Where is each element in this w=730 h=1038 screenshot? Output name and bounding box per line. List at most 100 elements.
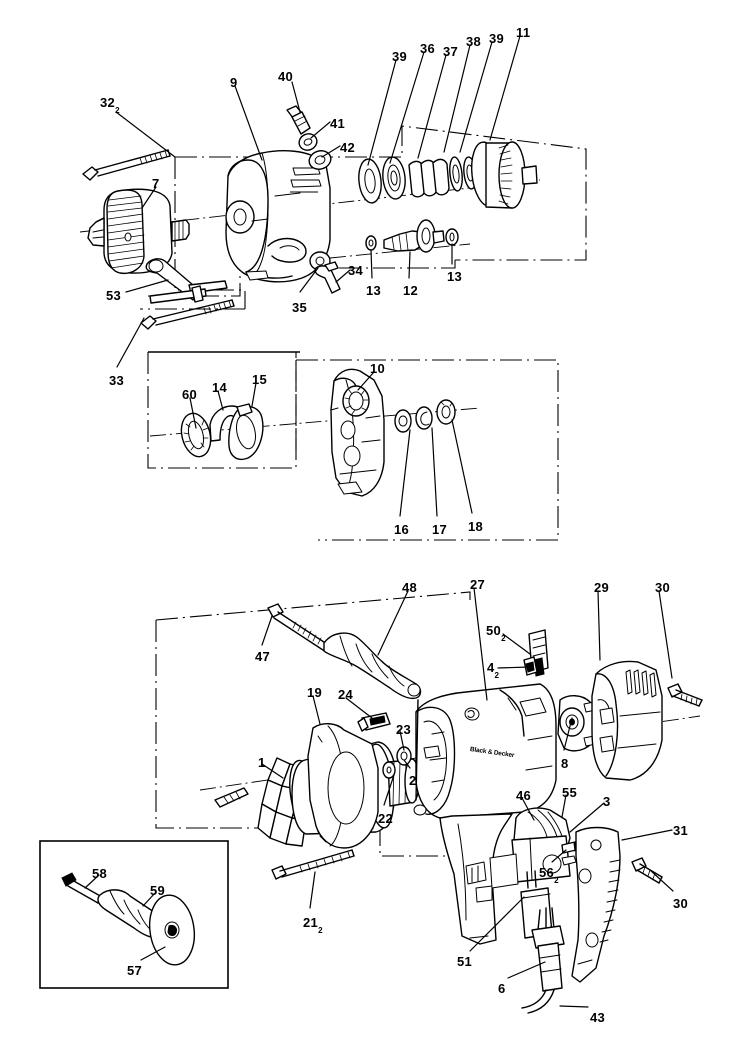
callout-number: 8	[561, 756, 569, 771]
callout-46: 46	[516, 789, 531, 802]
part-51-capacitor	[520, 870, 553, 939]
callout-32: 322	[100, 96, 120, 114]
part-30-screw-a	[667, 683, 703, 707]
leader-47	[261, 615, 273, 646]
callout-55: 55	[562, 786, 577, 799]
callout-number: 34	[348, 263, 364, 278]
leader-21	[309, 871, 316, 909]
leader-3	[569, 802, 605, 833]
callout-number: 37	[443, 44, 459, 59]
callout-number: 10	[370, 361, 386, 376]
callout-number: 57	[127, 963, 143, 978]
part-7-chuck	[87, 188, 190, 275]
leader-29	[597, 590, 601, 661]
callout-50: 502	[486, 624, 506, 643]
group-boundary-gearbox	[295, 359, 559, 541]
callout-51: 51	[457, 955, 472, 968]
leader-53	[125, 279, 169, 293]
callout-48: 48	[402, 581, 417, 594]
leader-51	[469, 896, 525, 952]
leader-38	[443, 44, 471, 153]
leader-7	[141, 186, 157, 209]
callout-number: 24	[338, 687, 354, 702]
callout-37: 37	[443, 45, 458, 58]
part-8-rear-bearing-plate	[557, 695, 597, 752]
callout-4: 42	[487, 660, 499, 679]
callout-39: 39	[489, 32, 504, 45]
callout-number: 35	[292, 300, 308, 315]
leader-31	[621, 829, 673, 841]
leader-19	[312, 695, 321, 725]
leader-60	[189, 397, 197, 429]
callout-41: 41	[330, 117, 345, 130]
leader-27	[473, 587, 488, 701]
callout-number: 21	[303, 915, 319, 930]
part-11-clutch-gear	[470, 141, 538, 209]
callout-16: 16	[394, 523, 409, 536]
callout-number: 14	[212, 380, 228, 395]
callout-subscript: 2	[501, 633, 506, 643]
callout-number: 30	[655, 580, 671, 595]
part-16-washer	[394, 409, 412, 433]
part-34-shift-lever	[314, 261, 341, 294]
callout-number: 39	[489, 31, 505, 46]
callout-56: 562	[539, 866, 559, 885]
callout-number: 4	[487, 660, 495, 675]
part-40-screw	[286, 105, 311, 135]
callout-number: 27	[470, 577, 486, 592]
part-60-retainer-ring	[180, 412, 212, 458]
part-39-washer-a	[358, 158, 382, 204]
callout-9: 9	[230, 76, 238, 89]
callout-30: 30	[655, 581, 670, 594]
callout-subscript: 2	[554, 875, 559, 885]
callout-number: 12	[403, 283, 419, 298]
callout-number: 13	[366, 283, 382, 298]
leader-23	[399, 730, 405, 751]
part-15-yoke	[228, 403, 264, 461]
leader-46	[521, 797, 535, 821]
part-27-front-flange	[413, 699, 427, 816]
callout-number: 15	[252, 372, 268, 387]
callout-8: 8	[561, 757, 569, 770]
leader-2	[403, 759, 411, 769]
leader-55	[561, 794, 567, 818]
leader-11	[489, 35, 521, 141]
callout-number: 60	[182, 387, 198, 402]
callout-21: 212	[303, 915, 323, 934]
leader-9	[234, 85, 263, 161]
callout-34: 34	[348, 264, 363, 277]
callout-number: 48	[402, 580, 418, 595]
part-12-pinion	[383, 219, 445, 253]
leader-12	[408, 251, 411, 279]
part-13-washer-a	[365, 235, 377, 251]
part-18-washer	[436, 399, 456, 425]
callout-22: 22	[378, 812, 393, 825]
callout-35: 35	[292, 301, 307, 314]
callout-15: 15	[252, 373, 267, 386]
callout-33: 33	[109, 374, 124, 387]
callout-number: 9	[230, 75, 238, 90]
leader-58	[84, 874, 100, 889]
callout-40: 40	[278, 70, 293, 83]
part-41-washer	[298, 133, 318, 151]
leader-17	[431, 427, 438, 517]
callout-number: 13	[447, 269, 463, 284]
part-3-trigger-switch	[489, 807, 577, 889]
callout-number: 42	[340, 140, 356, 155]
callout-number: 17	[432, 522, 448, 537]
part-32-long-bolt	[82, 149, 171, 181]
callout-31: 31	[673, 824, 688, 837]
callout-number: 43	[590, 1010, 606, 1025]
part-23-washer	[396, 746, 412, 766]
callout-12: 12	[403, 284, 418, 297]
part-48-side-handle	[323, 632, 422, 700]
leader-10	[357, 371, 375, 391]
callout-number: 3	[603, 794, 611, 809]
accessory-inset-box	[39, 840, 229, 989]
callout-leader-lines	[84, 35, 674, 1008]
part-22-washer	[382, 761, 396, 779]
leader-14	[217, 390, 224, 411]
part-37-spring-washers	[408, 158, 450, 198]
part-19-baffle	[307, 723, 379, 849]
